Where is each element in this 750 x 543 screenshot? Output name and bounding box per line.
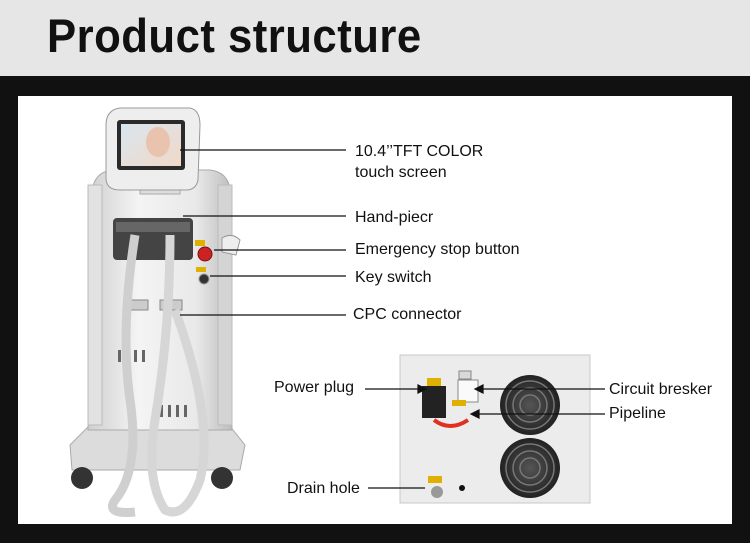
label-emergency-stop: Emergency stop button <box>355 241 520 258</box>
page-title: Product structure <box>47 9 422 62</box>
label-drain-hole: Drain hole <box>287 480 360 497</box>
callout-lines <box>180 149 605 489</box>
label-handpiece: Hand-piecr <box>355 209 434 226</box>
label-power-plug: Power plug <box>274 379 355 396</box>
label-circuit-breaker: Circuit bresker <box>609 381 713 398</box>
label-key-switch: Key switch <box>355 269 432 286</box>
label-pipeline: Pipeline <box>609 405 666 422</box>
label-screen-line2: touch screen <box>355 164 447 181</box>
label-cpc-connector: CPC connector <box>353 306 462 323</box>
machine-body <box>69 107 246 517</box>
rear-panel-photo <box>399 354 591 504</box>
header-bar: Product structure <box>0 0 750 76</box>
label-screen-line1: 10.4’’TFT COLOR <box>355 143 484 160</box>
